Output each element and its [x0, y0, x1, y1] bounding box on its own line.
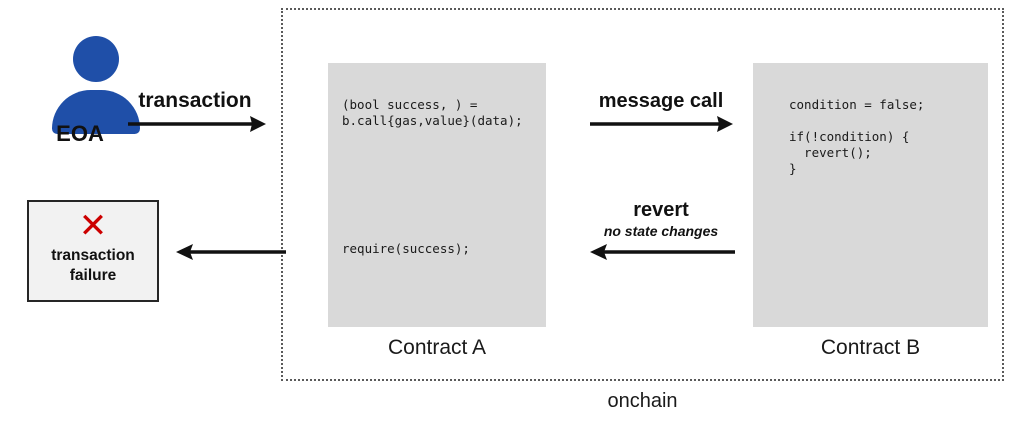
contract-b-code-top: condition = false; if(!condition) { reve… — [789, 97, 925, 176]
transaction-failure-label: transaction failure — [29, 246, 157, 286]
failure-return-arrow — [176, 244, 286, 260]
contract-a-code-top: (bool success, ) = b.call{gas,value}(dat… — [342, 97, 523, 128]
contract-a-code-bottom: require(success); — [342, 241, 470, 256]
red-x-icon: ✕ — [78, 206, 108, 246]
contract-b-label: Contract B — [820, 336, 921, 359]
failure-line-2: failure — [69, 267, 117, 284]
failure-line-1: transaction — [51, 247, 135, 264]
person-icon-head — [73, 36, 119, 82]
revert-arrow-sublabel: no state changes — [603, 223, 719, 239]
contract-a-panel: (bool success, ) = b.call{gas,value}(dat… — [328, 63, 546, 327]
revert-arrow — [590, 244, 735, 260]
transaction-arrow-label: transaction — [138, 89, 252, 112]
contract-a-label: Contract A — [387, 336, 487, 359]
onchain-container — [281, 8, 1004, 381]
message-call-arrow-label: message call — [598, 90, 724, 112]
transaction-failure-box: ✕ transaction failure — [27, 200, 159, 302]
contract-b-panel: condition = false; if(!condition) { reve… — [753, 63, 988, 327]
onchain-label: onchain — [607, 390, 678, 412]
message-call-arrow — [590, 116, 733, 132]
eoa-label: EOA — [56, 121, 104, 146]
transaction-arrow — [128, 116, 266, 132]
eoa-actor — [44, 36, 148, 148]
revert-arrow-label: revert — [633, 199, 689, 221]
